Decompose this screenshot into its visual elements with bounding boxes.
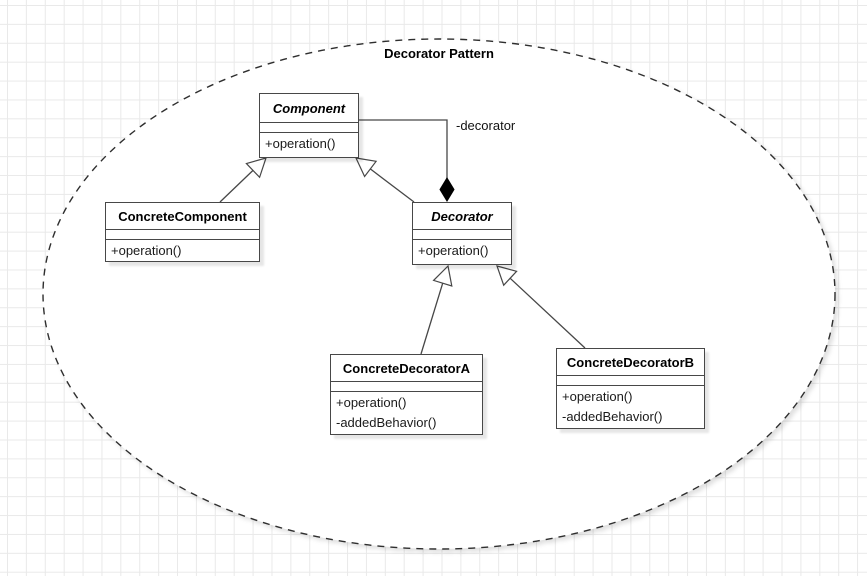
attributes-compartment <box>260 123 358 133</box>
class-method: -addedBehavior() <box>562 409 663 424</box>
methods-compartment: +operation() <box>106 240 259 261</box>
methods-compartment: +operation() -addedBehavior() <box>331 392 482 434</box>
class-method: +operation() <box>562 389 633 404</box>
methods-compartment: +operation() <box>260 133 358 157</box>
methods-compartment: +operation() <box>413 240 511 264</box>
generalization-arrowhead-icon <box>496 265 518 287</box>
class-title: Component <box>260 94 358 123</box>
class-title: ConcreteDecoratorB <box>557 349 704 376</box>
generalization-arrowhead-icon <box>245 157 267 179</box>
methods-compartment: +operation() -addedBehavior() <box>557 386 704 428</box>
generalization-arrowhead-icon <box>432 264 453 287</box>
attributes-compartment <box>413 230 511 240</box>
attributes-compartment <box>331 382 482 392</box>
generalization-concretecomponent-to-component[interactable] <box>219 157 267 203</box>
composition-diamond-icon <box>439 177 455 202</box>
class-method: +operation() <box>265 136 336 151</box>
class-method: +operation() <box>111 243 182 258</box>
generalization-concretedecoratorb-to-decorator[interactable] <box>496 265 586 349</box>
boundary-title: Decorator Pattern <box>384 46 494 61</box>
association-label-decorator: -decorator <box>456 118 516 133</box>
class-method: -addedBehavior() <box>336 415 437 430</box>
composition-link-decorator[interactable] <box>359 119 455 202</box>
class-method: +operation() <box>418 243 489 258</box>
uml-class-concrete-component[interactable]: ConcreteComponent +operation() <box>105 202 260 262</box>
uml-class-concrete-decorator-a[interactable]: ConcreteDecoratorA +operation() -addedBe… <box>330 354 483 435</box>
attributes-compartment <box>557 376 704 386</box>
generalization-concretedecoratora-to-decorator[interactable] <box>420 264 453 355</box>
attributes-compartment <box>106 230 259 240</box>
class-title: ConcreteComponent <box>106 203 259 230</box>
uml-class-decorator[interactable]: Decorator +operation() <box>412 202 512 265</box>
uml-class-component[interactable]: Component +operation() <box>259 93 359 158</box>
generalization-arrowhead-icon <box>354 157 378 178</box>
uml-class-concrete-decorator-b[interactable]: ConcreteDecoratorB +operation() -addedBe… <box>556 348 705 429</box>
class-method: +operation() <box>336 395 407 410</box>
generalization-decorator-to-component[interactable] <box>354 157 415 203</box>
class-title: ConcreteDecoratorA <box>331 355 482 382</box>
class-title: Decorator <box>413 203 511 230</box>
